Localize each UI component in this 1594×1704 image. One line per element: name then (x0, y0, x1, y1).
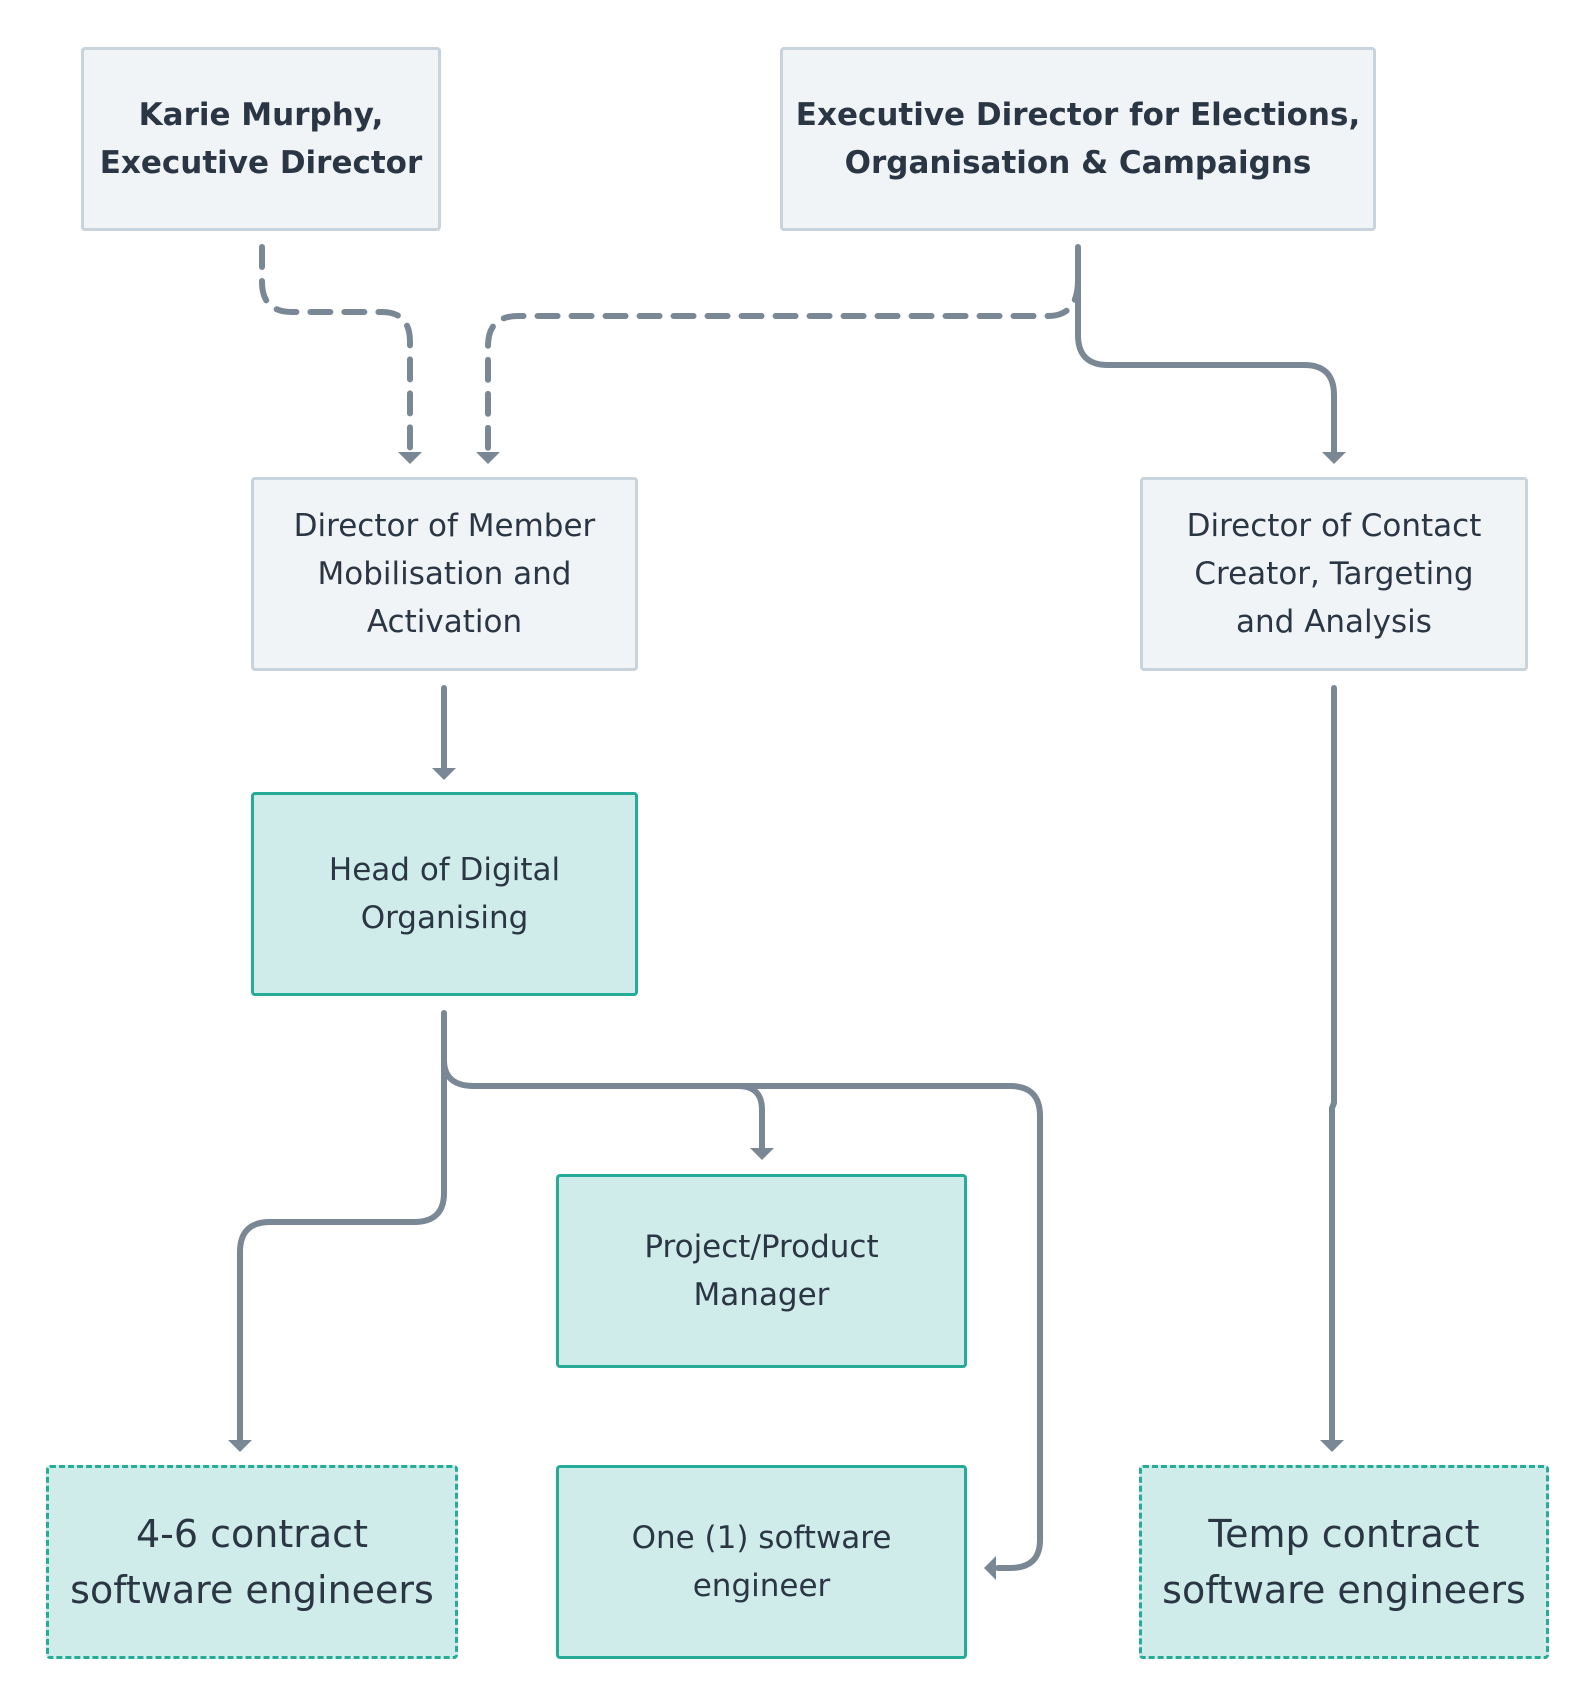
node-temp-contract-software-engineers[interactable]: Temp contract software engineers (1139, 1465, 1549, 1659)
arrowhead (228, 1440, 252, 1452)
node-label: Temp contract software engineers (1162, 1512, 1526, 1612)
connector-contact-director-to-temp-engineers (1329, 685, 1337, 1443)
arrowhead (1320, 1440, 1344, 1452)
node-label: Executive Director for Elections, Organi… (795, 97, 1361, 181)
arrowhead (1322, 452, 1346, 464)
node-label: Karie Murphy, Executive Director (99, 97, 423, 181)
node-label: Head of Digital Organising (328, 852, 561, 936)
node-project-product-manager[interactable]: Project/Product Manager (556, 1174, 967, 1368)
node-label: One (1) software engineer (631, 1520, 892, 1604)
connector-head-digital-to-contract-engineers (237, 1057, 447, 1443)
arrowhead (398, 452, 422, 464)
arrowhead (750, 1148, 774, 1160)
node-label: Project/Product Manager (644, 1229, 879, 1313)
node-contract-software-engineers[interactable]: 4-6 contract software engineers (46, 1465, 458, 1659)
node-karie-murphy-executive-director[interactable]: Karie Murphy, Executive Director (81, 47, 441, 231)
node-one-software-engineer[interactable]: One (1) software engineer (556, 1465, 967, 1659)
connector-karie-to-member-director (259, 244, 413, 455)
node-label: Director of Member Mobilisation and Acti… (293, 508, 596, 640)
arrowhead (984, 1556, 996, 1580)
connector-elections-to-member-director (485, 277, 1081, 455)
node-director-member-mobilisation[interactable]: Director of Member Mobilisation and Acti… (251, 477, 638, 671)
node-executive-director-elections[interactable]: Executive Director for Elections, Organi… (780, 47, 1376, 231)
node-label: 4-6 contract software engineers (70, 1512, 434, 1612)
node-director-contact-creator[interactable]: Director of Contact Creator, Targeting a… (1140, 477, 1528, 671)
node-head-digital-organising[interactable]: Head of Digital Organising (251, 792, 638, 996)
node-label: Director of Contact Creator, Targeting a… (1186, 508, 1482, 640)
arrowhead (476, 452, 500, 464)
arrowhead (432, 768, 456, 780)
connector-elections-to-contact-director (1075, 244, 1337, 455)
